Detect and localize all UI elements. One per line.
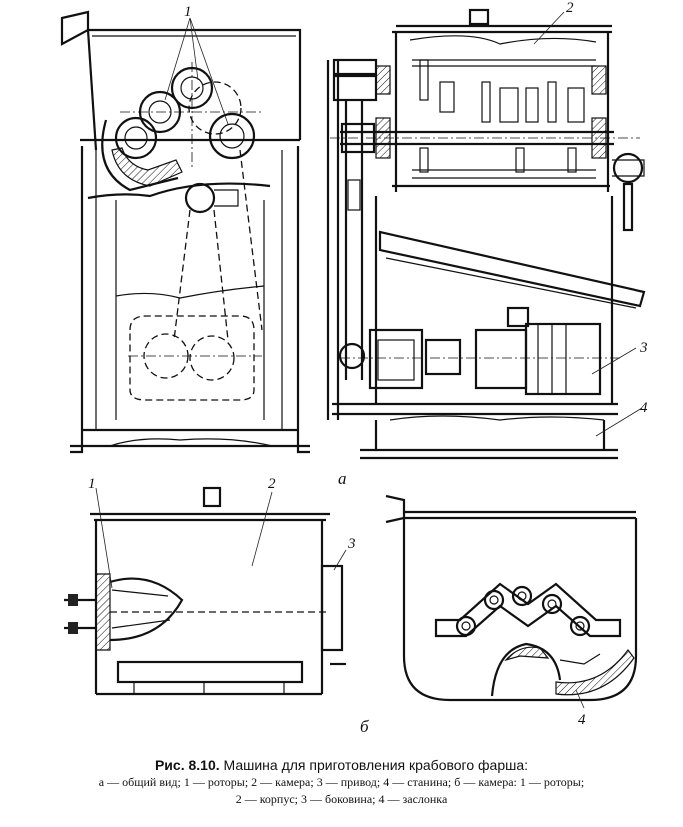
chamber-view-b	[64, 486, 347, 696]
caption-legend-line-1: а — общий вид; 1 — роторы; 2 — камера; 3…	[98, 775, 585, 789]
machine-drawing: 1 2 3 4 а 1 2 3 4 б	[60, 0, 648, 736]
callout-b-side: 3	[347, 536, 356, 552]
shutter-b	[490, 642, 635, 697]
chamber-front-b	[385, 494, 638, 709]
rotor-blades	[412, 59, 596, 179]
drive-pulleys-front	[128, 315, 262, 401]
callout-a-drive: 3	[639, 340, 648, 356]
view-label-b: б	[360, 717, 369, 736]
callout-a-rotors: 1	[184, 4, 192, 20]
side-view	[326, 8, 646, 460]
rotors-group	[114, 62, 262, 170]
figure-number: Рис. 8.10.	[154, 757, 220, 773]
callout-a-frame: 4	[640, 400, 648, 416]
view-label-a: а	[338, 469, 347, 488]
chamber-side	[330, 32, 640, 192]
drive-motor	[338, 306, 620, 396]
caption-title-text: Машина для приготовления крабового фарша…	[223, 757, 529, 773]
rotors-b	[64, 573, 328, 651]
callout-b-shutter: 4	[578, 712, 586, 728]
figure-caption: Рис. 8.10. Машина для приготовления краб…	[0, 756, 683, 808]
front-view	[60, 10, 310, 454]
frame-side	[326, 60, 618, 460]
callout-b-body: 2	[268, 476, 276, 492]
caption-title: Рис. 8.10. Машина для приготовления краб…	[0, 756, 683, 774]
callout-a-chamber: 2	[566, 0, 574, 16]
callout-b-rotors: 1	[88, 476, 96, 492]
caption-legend-line-2: 2 — корпус; 3 — боковина; 4 — заслонка	[235, 792, 448, 806]
rotor-bar	[434, 582, 622, 638]
